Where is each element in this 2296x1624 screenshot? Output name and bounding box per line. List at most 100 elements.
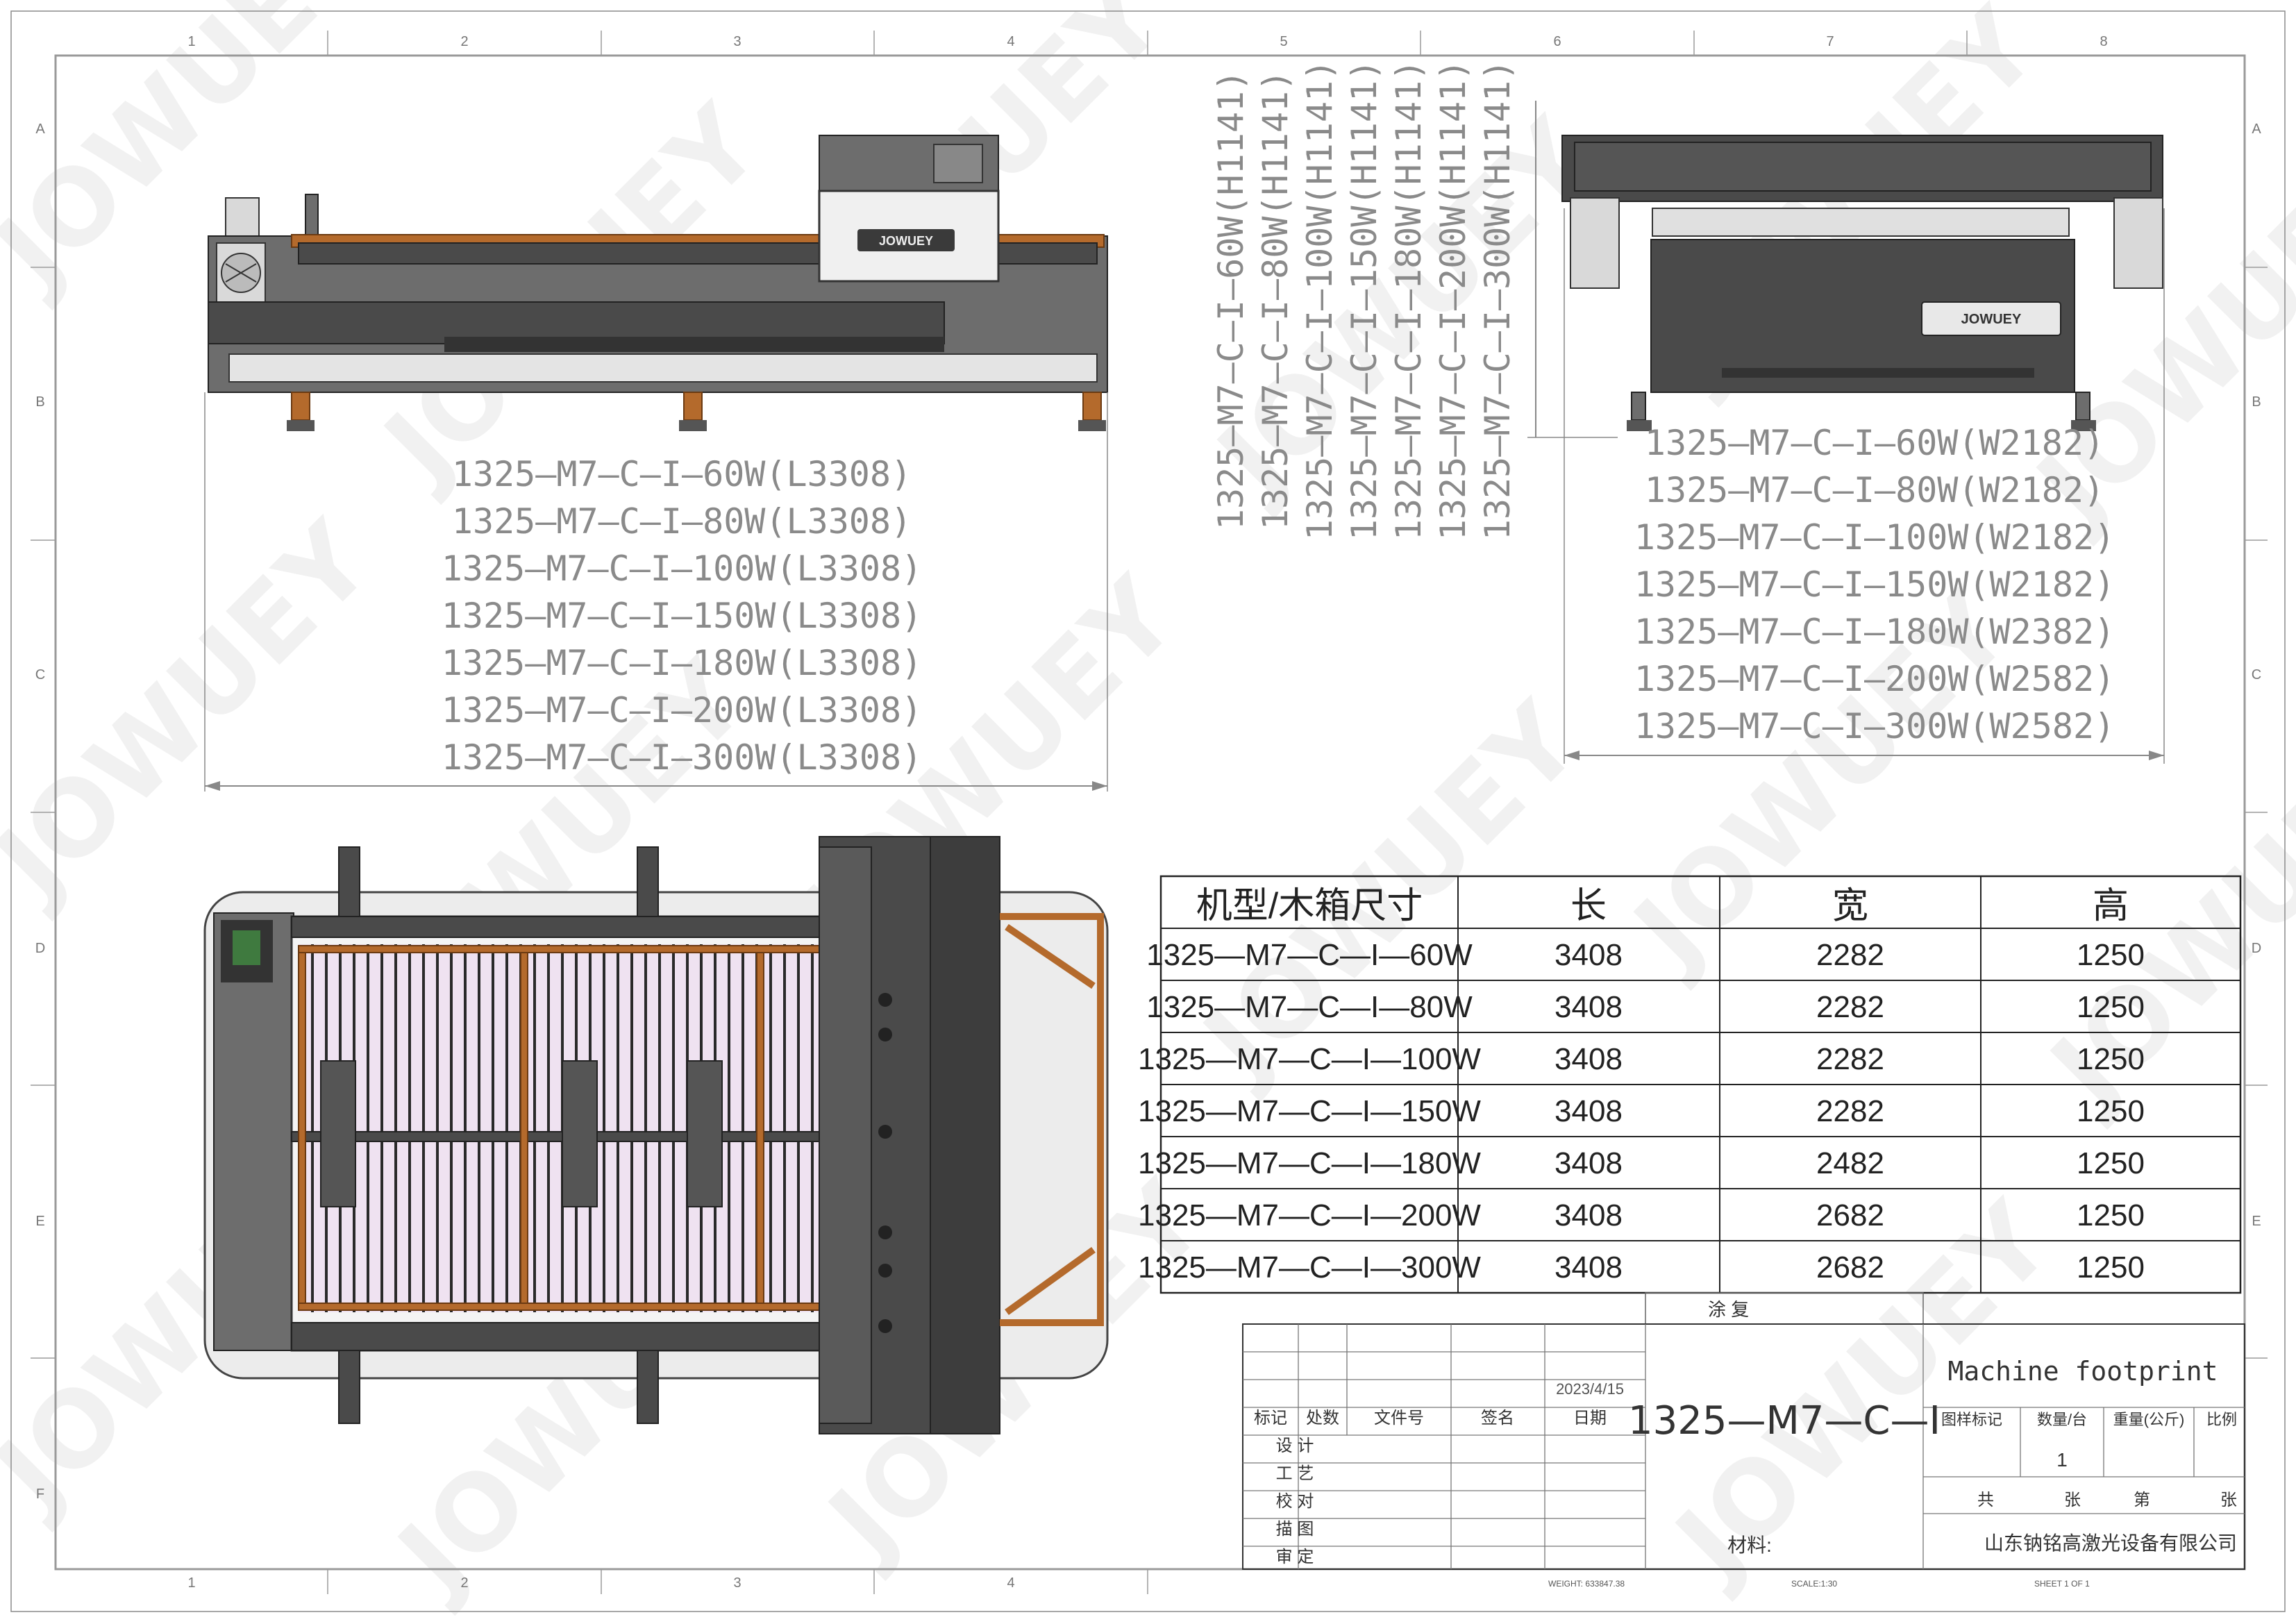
bed-frame-right (756, 945, 764, 1311)
front-brand-plate (1921, 301, 2061, 336)
front-legs (1627, 392, 2096, 431)
drawing-frame: 1 2 3 4 5 6 7 8 1 2 3 4 A B C D E F A B … (10, 10, 2286, 1612)
table-row: 1325—M7—C—I—60W 3408 2282 1250 (1146, 938, 2145, 972)
width-label: 1325—M7—C—I—180W(W2382) (1634, 612, 2115, 652)
length-label: 1325—M7—C—I—60W(L3308) (452, 454, 912, 494)
row-label: A (35, 122, 45, 137)
col-label: 2 (460, 1575, 468, 1591)
laser-head-cover (818, 190, 1000, 283)
col-label: 4 (1007, 34, 1014, 49)
table-row: 1325—M7—C—I—200W 3408 2682 1250 (1138, 1198, 2145, 1232)
table-row: 1325—M7—C—I—180W 3408 2482 1250 (1138, 1146, 2145, 1180)
width-labels: 1325—M7—C—I—60W(W2182) 1325—M7—C—I—80W(W… (1634, 423, 2115, 746)
sheet-label: 共 (1977, 1491, 1994, 1509)
col-label: 6 (1553, 34, 1561, 49)
col-label: 3 (733, 1575, 741, 1591)
width-label: 1325—M7—C—I—300W(W2582) (1634, 706, 2115, 746)
table-cell: 1250 (2077, 1094, 2145, 1128)
length-label: 1325—M7—C—I—100W(L3308) (442, 549, 922, 589)
height-label: 1325—M7—C—I—60W(H1141) (1211, 70, 1251, 530)
bed-frame-left (298, 945, 306, 1311)
meta-header: 比例 (2206, 1411, 2237, 1428)
length-label: 1325—M7—C—I—300W(L3308) (442, 737, 922, 778)
role-label: 描 图 (1276, 1520, 1314, 1539)
row-label: E (2252, 1214, 2261, 1229)
side-elevation-view: JOWUEY 1325—M7—C—I—60W(L3308) 1325—M7—C—… (204, 135, 1108, 792)
table-cell: 1325—M7—C—I—150W (1138, 1094, 1481, 1128)
col-label: 8 (2100, 34, 2107, 49)
width-label: 1325—M7—C—I—200W(W2582) (1634, 659, 2115, 699)
table-row: 1325—M7—C—I—300W 3408 2682 1250 (1138, 1250, 2145, 1284)
cross-beam (291, 1131, 827, 1142)
table-cell: 3408 (1555, 1094, 1623, 1128)
col-label: 3 (733, 34, 741, 49)
row-label: B (35, 394, 44, 410)
role-label: 审 定 (1276, 1548, 1314, 1566)
top-rail (291, 916, 827, 938)
col-label: 1 (187, 34, 195, 49)
table-cell: 3408 (1555, 1250, 1623, 1284)
table-cell: 1325—M7—C—I—300W (1138, 1250, 1481, 1284)
table-cell: 2682 (1816, 1250, 1884, 1284)
col-label: 7 (1826, 34, 1834, 49)
row-label: F (36, 1487, 44, 1502)
weight-note: WEIGHT: 633847.38 (1548, 1579, 1625, 1589)
right-frame (1000, 913, 1104, 1326)
bed-frame-top (298, 945, 820, 953)
front-bed (1652, 208, 2070, 237)
sheet-label: 第 (2134, 1491, 2150, 1509)
row-label: D (2252, 941, 2261, 956)
date-value: 2023/4/15 (1556, 1380, 1624, 1398)
grid-labels: 1 2 3 4 5 6 7 8 1 2 3 4 A B C D E F A B … (35, 34, 2262, 1591)
drag-chain (444, 337, 944, 352)
table-cell: 1250 (2077, 1198, 2145, 1232)
drawing-title: Machine footprint (1948, 1356, 2218, 1387)
table-cell: 3408 (1555, 990, 1623, 1024)
revision-header: 签名 (1481, 1409, 1514, 1428)
outer-border (10, 10, 2286, 1612)
table-cell: 1250 (2077, 1250, 2145, 1284)
height-label: 1325—M7—C—I—200W(H1141) (1433, 60, 1473, 540)
height-labels: 1325—M7—C—I—60W(H1141) 1325—M7—C—I—80W(H… (1211, 60, 1518, 540)
table-cell: 2682 (1816, 1198, 1884, 1232)
revision-header: 处数 (1306, 1409, 1339, 1428)
top-grid-ticks (31, 31, 2268, 1594)
model-number: 1325—M7—C—I (1628, 1398, 1941, 1443)
height-label: 1325—M7—C—I—180W(H1141) (1389, 60, 1429, 540)
col-label: 4 (1007, 1575, 1014, 1591)
quantity-value: 1 (2056, 1449, 2068, 1471)
table-header: 机型/木箱尺寸 长 宽 高 (1196, 886, 2129, 926)
work-area (299, 944, 819, 1312)
role-labels: 设 计 工 艺 校 对 描 图 审 定 (1276, 1437, 1314, 1566)
top-plan-view (203, 836, 1109, 1434)
sheet-label: 张 (2064, 1491, 2081, 1509)
height-label: 1325—M7—C—I—100W(H1141) (1300, 60, 1340, 540)
width-label: 1325—M7—C—I—100W(W2182) (1634, 517, 2115, 558)
meta-header: 重量(公斤) (2113, 1411, 2185, 1428)
height-label: 1325—M7—C—I—80W(H1141) (1255, 70, 1296, 530)
role-label: 校 对 (1276, 1492, 1314, 1511)
table-row: 1325—M7—C—I—80W 3408 2282 1250 (1146, 990, 2145, 1024)
control-screen (233, 930, 260, 965)
width-label: 1325—M7—C—I—80W(W2182) (1645, 470, 2104, 510)
col-label: 5 (1280, 34, 1287, 49)
sheet-labels: 共 张 第 张 (1977, 1491, 2237, 1509)
right-side-panel (2113, 197, 2163, 289)
table-cell: 2282 (1816, 938, 1884, 972)
meta-header: 图样标记 (1941, 1411, 2002, 1428)
table-cell: 1325—M7—C—I—200W (1138, 1198, 1481, 1232)
table-row: 1325—M7—C—I—150W 3408 2282 1250 (1138, 1094, 2145, 1128)
length-labels: 1325—M7—C—I—60W(L3308) 1325—M7—C—I—80W(L… (442, 454, 922, 778)
length-label: 1325—M7—C—I—150W(L3308) (442, 596, 922, 636)
col-label: 2 (460, 34, 468, 49)
front-brand-plate-text: JOWUEY (1961, 312, 2022, 327)
table-cell: 3408 (1555, 1146, 1623, 1180)
bed-frame-mid (520, 945, 528, 1311)
table-body: 1325—M7—C—I—60W 3408 2282 1250 1325—M7—C… (1138, 938, 2145, 1284)
table-header-cell: 机型/木箱尺寸 (1196, 886, 1423, 926)
watermark-text: JOWUEY (0, 499, 395, 925)
sheet-note: SHEET 1 OF 1 (2034, 1579, 2090, 1589)
sheet-label: 张 (2220, 1491, 2237, 1509)
height-label: 1325—M7—C—I—300W(H1141) (1477, 60, 1518, 540)
